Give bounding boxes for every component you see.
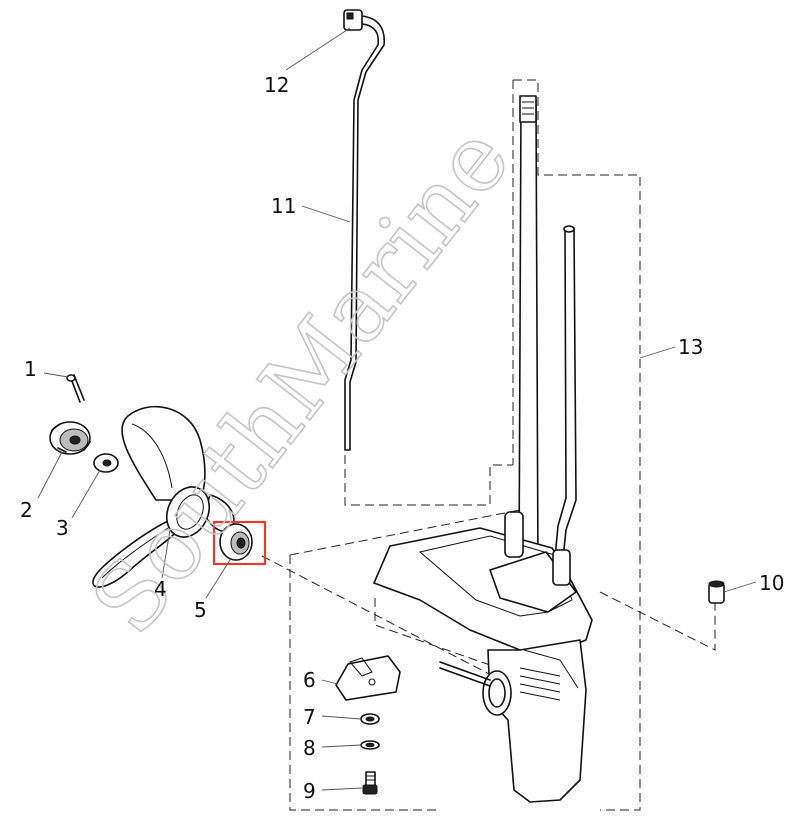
part-label-2: 2	[20, 498, 33, 522]
lower-unit-outline	[261, 79, 716, 811]
part-label-5: 5	[194, 598, 207, 622]
part-label-1: 1	[24, 357, 37, 381]
part-label-8: 8	[303, 736, 316, 760]
part-label-10: 10	[759, 571, 784, 595]
part-label-6: 6	[303, 668, 316, 692]
propeller-nut[interactable]	[49, 421, 91, 455]
part-labels: 12 11 13 1 2 3 4 5 10 6 7 8 9	[20, 73, 784, 803]
shift-rod[interactable]	[343, 9, 385, 451]
washer-small[interactable]	[360, 713, 380, 725]
part-label-3: 3	[56, 516, 69, 540]
water-tube[interactable]	[553, 225, 577, 569]
part-label-7: 7	[303, 705, 316, 729]
highlight-box	[212, 520, 267, 566]
propeller-washer[interactable]	[93, 453, 119, 473]
washer-flat[interactable]	[360, 740, 380, 750]
propeller[interactable]	[92, 405, 235, 588]
bushing[interactable]	[708, 580, 725, 604]
leader-lines	[37, 27, 757, 791]
screw[interactable]	[362, 771, 378, 795]
part-label-13: 13	[678, 335, 703, 359]
part-label-9: 9	[303, 779, 316, 803]
thrust-washer[interactable]	[219, 523, 253, 561]
part-label-11: 11	[271, 194, 296, 218]
cotter-pin[interactable]	[66, 374, 85, 403]
anode-plate[interactable]	[335, 655, 401, 701]
gearcase-housing[interactable]	[373, 511, 593, 803]
part-label-4: 4	[154, 577, 167, 601]
part-label-12: 12	[264, 73, 289, 97]
